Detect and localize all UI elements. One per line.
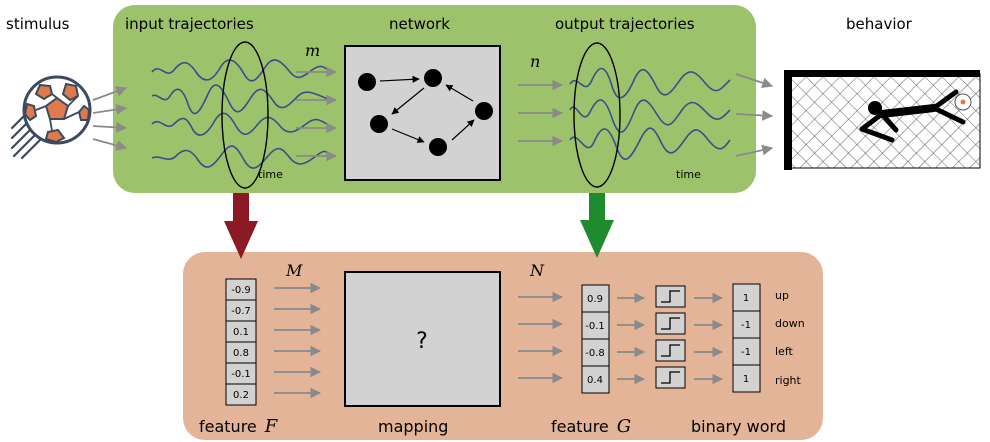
binary-cell: -1 xyxy=(741,320,751,331)
direction-right: right xyxy=(775,374,802,387)
output-trajectories-label: output trajectories xyxy=(555,15,695,33)
direction-up: up xyxy=(775,289,789,302)
input-trajectories xyxy=(151,59,331,169)
m-arrows xyxy=(296,66,338,162)
network-label: network xyxy=(389,15,450,33)
feature-g-symbol: G xyxy=(617,416,631,437)
feature-g-cell: -0.8 xyxy=(585,348,605,359)
step-function-icon xyxy=(655,285,686,308)
feature-g-label: feature G xyxy=(551,416,631,437)
step-to-binary-arrows xyxy=(694,292,724,385)
binary-word-column: 1 -1 -1 1 xyxy=(732,283,761,393)
feature-f-cell: 0.1 xyxy=(233,327,249,338)
output-time-label: time xyxy=(676,168,701,181)
feature-f-column: -0.9 -0.7 0.1 0.8 -0.1 0.2 xyxy=(225,278,257,406)
feature-g-word: feature xyxy=(551,417,609,436)
stimulus-label: stimulus xyxy=(6,15,70,33)
feature-f-cell: -0.9 xyxy=(231,285,251,296)
network-graph xyxy=(358,69,493,156)
feature-f-cell: 0.2 xyxy=(233,390,249,401)
direction-left: left xyxy=(775,345,794,358)
n-label: n xyxy=(530,52,540,71)
mapping-label: mapping xyxy=(378,417,448,436)
red-down-arrow xyxy=(224,193,258,259)
soccer-ball-icon xyxy=(10,75,92,160)
feature-f-cell: -0.1 xyxy=(231,369,251,380)
n-arrows xyxy=(518,79,564,147)
binary-cell: 1 xyxy=(743,374,749,385)
mapping-question-mark: ? xyxy=(416,329,428,354)
feature-g-cell: 0.9 xyxy=(587,294,603,305)
N-label: N xyxy=(529,261,545,280)
feature-f-cell: 0.8 xyxy=(233,348,249,359)
step-function-icon xyxy=(655,339,686,362)
input-time-label: time xyxy=(258,168,283,181)
network-box xyxy=(344,45,501,181)
mapping-box xyxy=(344,271,501,407)
M-arrows xyxy=(274,282,322,399)
feature-g-column: 0.9 -0.1 -0.8 0.4 xyxy=(581,284,610,394)
feature-g-cell: -0.1 xyxy=(585,321,605,332)
step-function-icon xyxy=(655,366,686,389)
output-time-slice-ellipse xyxy=(573,42,621,188)
M-label: M xyxy=(285,261,303,280)
feature-g-cell: 0.4 xyxy=(587,375,603,386)
orange-panel xyxy=(183,252,823,440)
feature-f-symbol: F xyxy=(264,416,279,437)
binary-word-label: binary word xyxy=(691,417,786,436)
direction-down: down xyxy=(775,317,805,330)
stimulus-arrows xyxy=(92,86,128,151)
step-function-icon xyxy=(655,312,686,335)
input-time-slice-ellipse xyxy=(221,41,269,189)
feature-f-label: feature F xyxy=(199,416,279,437)
behavior-label: behavior xyxy=(846,15,913,33)
g-to-step-arrows xyxy=(617,292,646,385)
direction-labels: up down left right xyxy=(775,289,805,387)
binary-cell: 1 xyxy=(743,293,749,304)
feature-f-cell: -0.7 xyxy=(231,306,251,317)
behavior-arrows xyxy=(735,73,774,157)
N-arrows xyxy=(518,291,564,384)
feature-f-word: feature xyxy=(199,417,257,436)
m-label: m xyxy=(305,41,320,60)
output-trajectories xyxy=(569,67,731,160)
green-down-arrow xyxy=(580,193,614,258)
goalkeeper-net-icon xyxy=(784,70,981,170)
input-trajectories-label: input trajectories xyxy=(125,15,254,33)
binary-cell: -1 xyxy=(741,347,751,358)
